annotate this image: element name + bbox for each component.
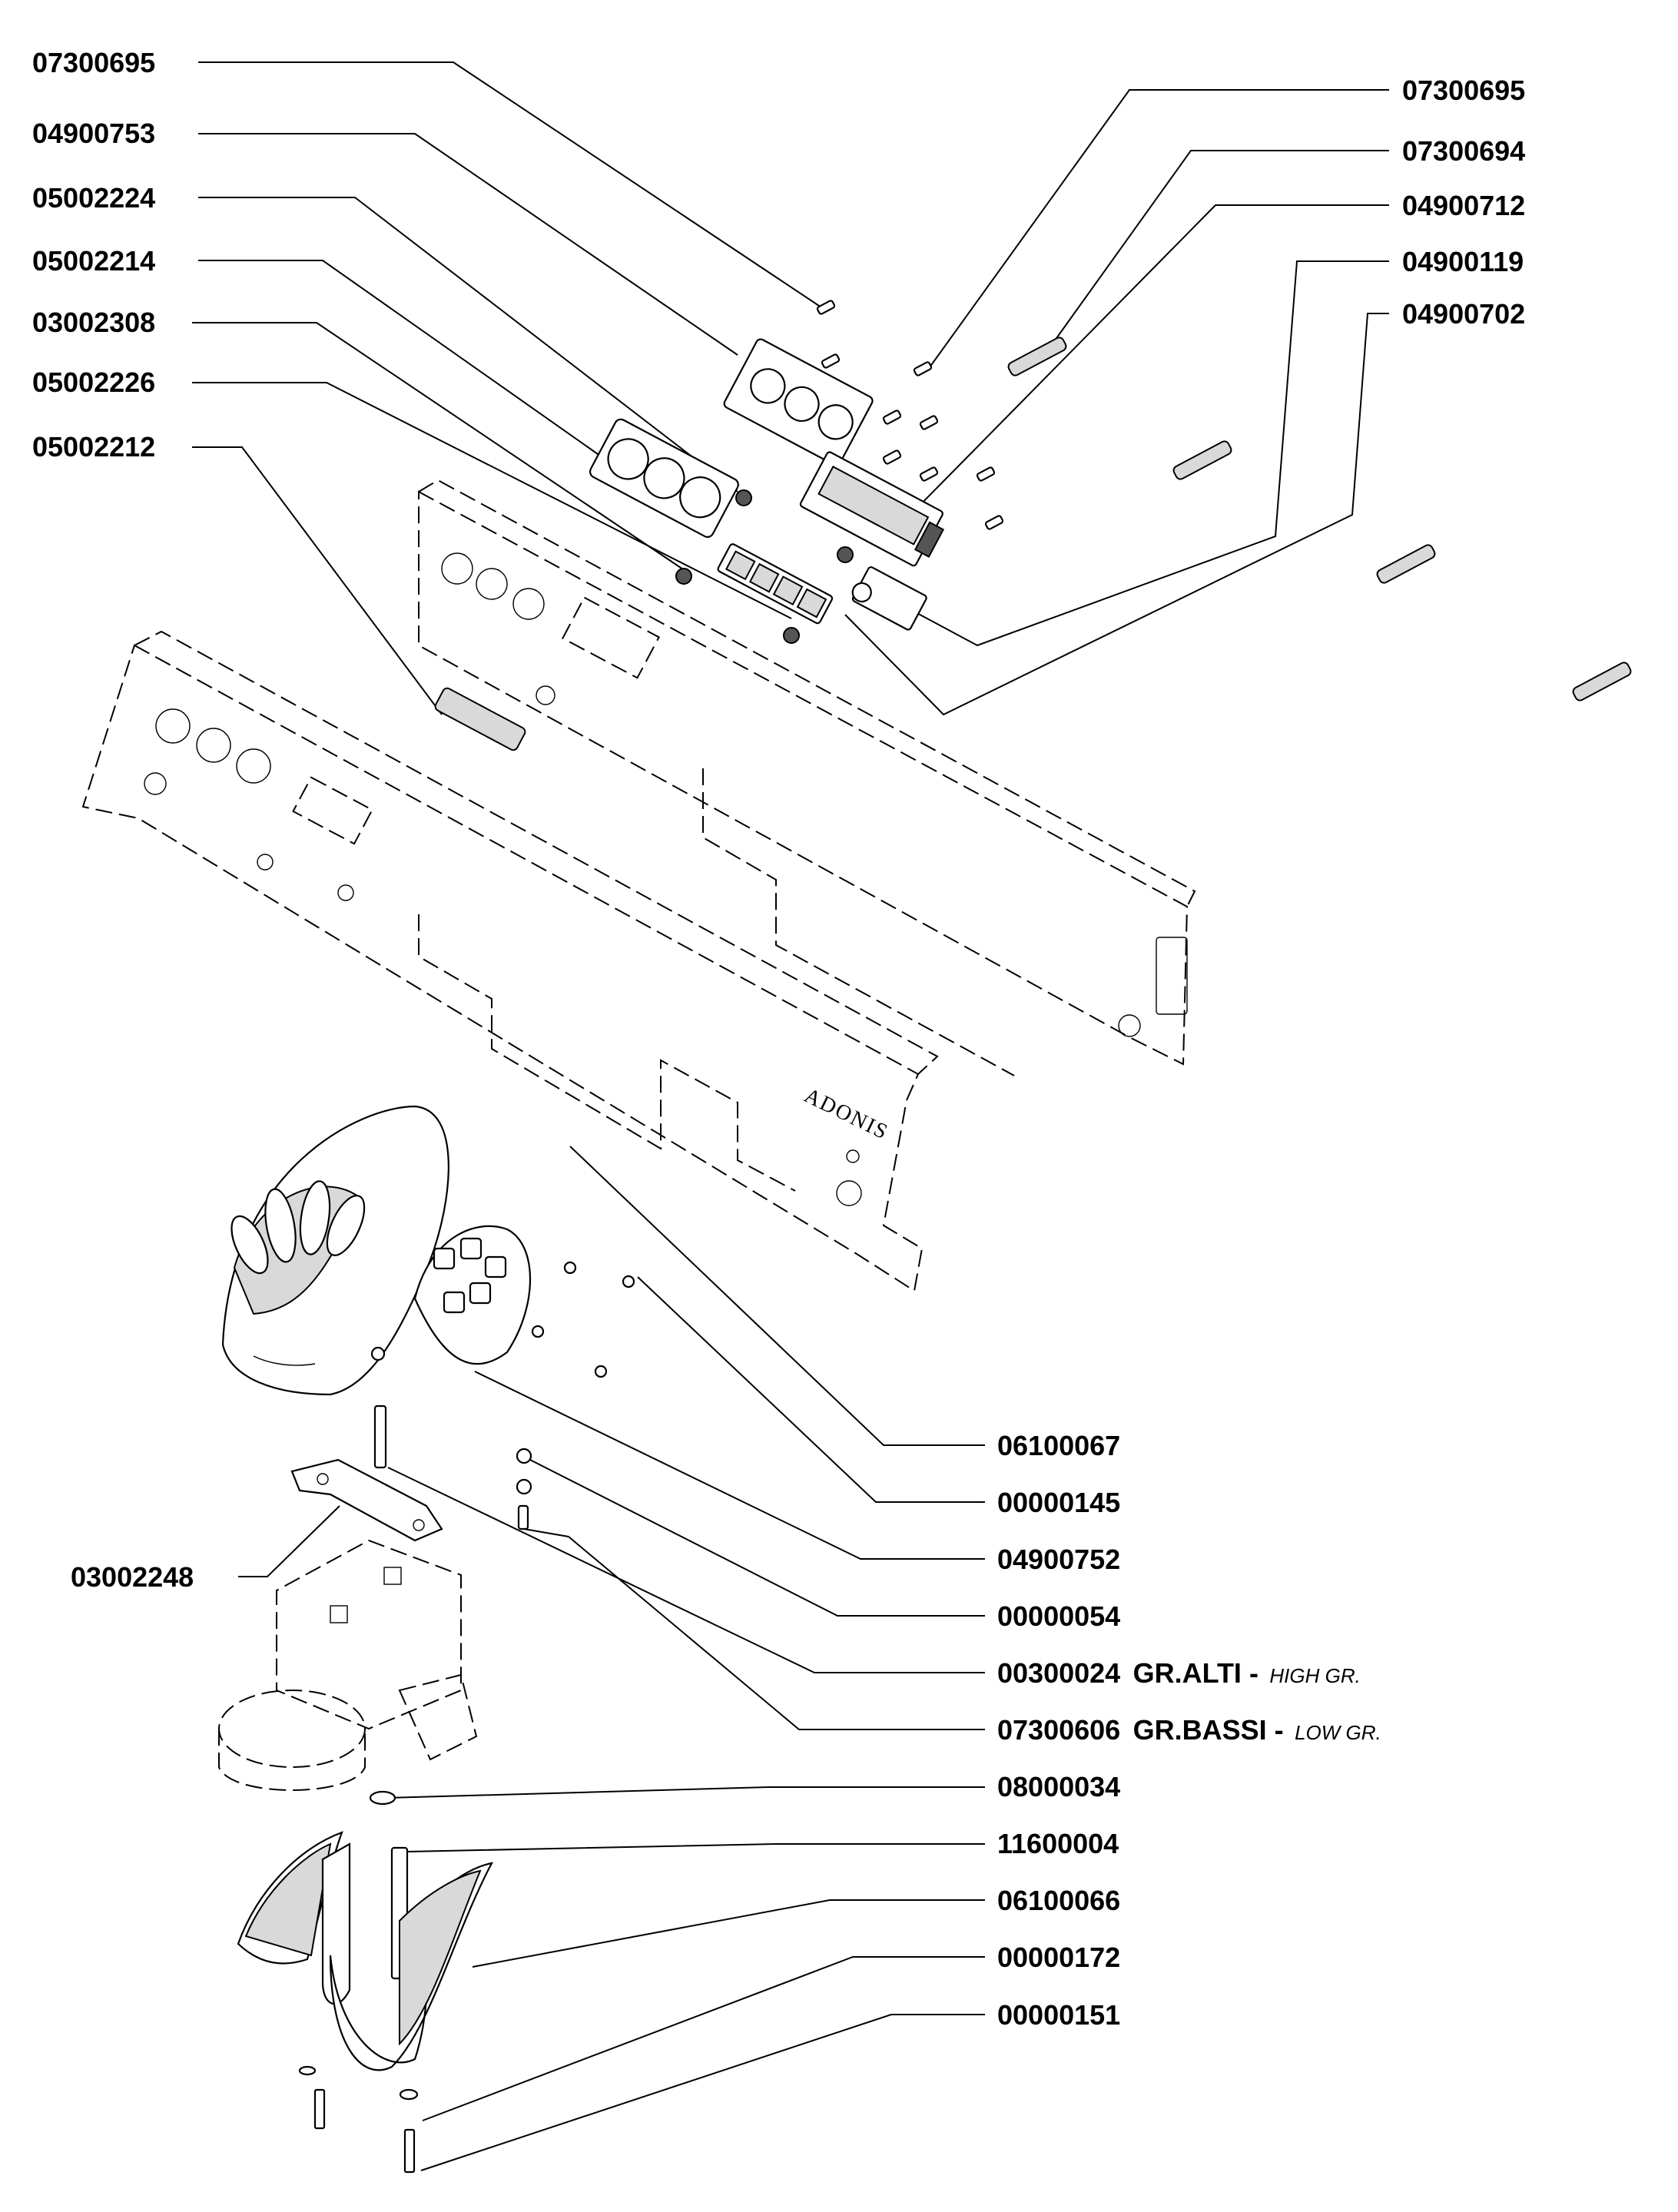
part-label: 03002248 (71, 1561, 194, 1593)
part-label: 04900702 (1402, 298, 1525, 330)
part-label: 04900753 (32, 118, 155, 149)
part-label: 05002212 (32, 431, 155, 463)
screw-pin (976, 466, 996, 482)
button-hole (155, 708, 191, 744)
screw-pin (882, 410, 902, 425)
lcd-display-module (799, 451, 945, 567)
part-label-with-note: 07300606 GR.BASSI - LOW GR. (997, 1714, 1381, 1746)
part-label: 05002214 (32, 245, 155, 277)
part-label: 11600004 (997, 1828, 1119, 1859)
screw-pin (919, 415, 939, 430)
bottom-label-group: 06100067 00000145 04900752 00000054 0030… (997, 1430, 1381, 2031)
group-button-panel (413, 1225, 545, 1365)
connector-block (851, 566, 927, 631)
screw-pin (913, 361, 933, 376)
spacer-standoff (1376, 544, 1436, 584)
brew-group-body (218, 1539, 478, 1791)
nut (675, 568, 692, 585)
part-label: 04900119 (1402, 246, 1524, 277)
part-label-with-note: 00300024 GR.ALTI - HIGH GR. (997, 1657, 1361, 1689)
side-cover (237, 1831, 494, 2071)
nut (837, 546, 854, 563)
part-label: 00000054 (997, 1600, 1120, 1632)
group-button (469, 1282, 492, 1305)
part-label: 05002224 (32, 182, 155, 214)
button-hole (144, 772, 167, 795)
part-label: 05002226 (32, 366, 155, 398)
switch-strip (717, 543, 834, 625)
part-label: 07300694 (1402, 135, 1525, 167)
inner-panel (418, 479, 1196, 1076)
part-label: 00000151 (997, 1999, 1120, 2031)
leader-lines (192, 61, 1389, 2171)
part-label: 06100067 (997, 1430, 1120, 1461)
part-label: 00000145 (997, 1487, 1120, 1518)
nut (735, 489, 752, 506)
panel-brand-marking: ADONIS (801, 1083, 892, 1144)
part-label: 03002308 (32, 307, 155, 338)
button-bezel (589, 418, 739, 538)
part-code: 00300024 (997, 1657, 1120, 1689)
standoff-and-washers (373, 1404, 532, 1530)
part-label: 07300695 (1402, 75, 1525, 106)
screw-pin (816, 300, 836, 315)
left-label-group: 07300695 04900753 05002224 05002214 0300… (32, 47, 194, 1593)
part-label: 00000172 (997, 1942, 1120, 1973)
part-code: 07300606 (997, 1714, 1120, 1746)
spacer-standoff (1007, 337, 1067, 376)
part-note-translation: LOW GR. (1295, 1721, 1381, 1744)
part-label: 08000034 (997, 1771, 1120, 1802)
part-label: 04900712 (1402, 190, 1525, 221)
group-head-cover (221, 1105, 449, 1396)
mounting-bracket (290, 1458, 443, 1542)
screw-pin (882, 449, 902, 465)
panel-screws (370, 1261, 635, 1378)
part-label: 07300695 (32, 47, 155, 78)
group-button (484, 1255, 507, 1278)
button-hole (236, 748, 271, 784)
bottom-fasteners (298, 2065, 419, 2174)
group-button (459, 1237, 483, 1260)
keypad-board (723, 338, 874, 466)
button-hole (196, 728, 231, 763)
screw-pin (821, 353, 841, 369)
part-label: 04900752 (997, 1544, 1120, 1575)
upper-small-parts (675, 300, 1632, 701)
group-button (433, 1247, 456, 1270)
label-plate (434, 687, 526, 751)
group-button (443, 1291, 466, 1314)
screw-pin (919, 466, 939, 482)
right-label-group: 07300695 07300694 04900712 04900119 0490… (1402, 75, 1525, 330)
spacer-standoff (1572, 662, 1632, 701)
spring-clip (369, 1790, 396, 1806)
part-note: GR.ALTI - (1133, 1657, 1258, 1689)
screw-pin (984, 515, 1004, 530)
spacer-standoff (1172, 440, 1232, 480)
part-note-translation: HIGH GR. (1269, 1664, 1360, 1687)
part-note: GR.BASSI - (1133, 1714, 1284, 1746)
nut (783, 627, 800, 644)
part-label: 06100066 (997, 1885, 1120, 1916)
